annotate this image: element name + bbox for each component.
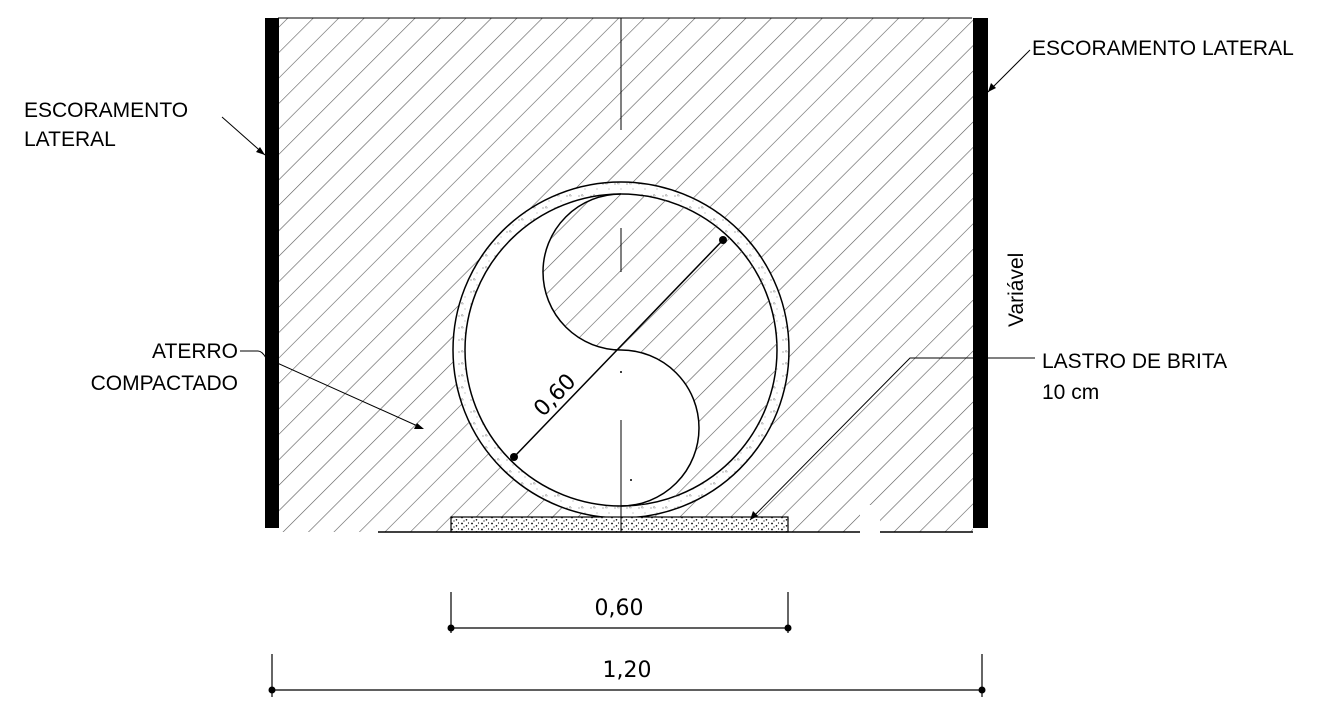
backfill-leader [240, 350, 423, 429]
left-shoring-leader [221, 116, 266, 156]
gravel-bed-label-line2: 10 cm [1042, 381, 1099, 404]
gravel-bed [450, 516, 789, 533]
left-shoring-label-line2: LATERAL [24, 128, 116, 151]
right-shoring-board [973, 18, 988, 528]
bed-width-dimension: 0,60 [447, 592, 792, 633]
backfill-label-line2: COMPACTADO [91, 372, 238, 395]
left-shoring-board [265, 18, 279, 528]
right-shoring-leader [987, 49, 1031, 93]
gravel-bed-label-line1: LASTRO DE BRITA [1042, 350, 1227, 373]
bed-width-label: 0,60 [595, 596, 644, 621]
gravel-bed-leader [749, 357, 1035, 521]
variable-height-label: Variável [1005, 253, 1028, 327]
trench-width-dimension: 1,20 [268, 654, 986, 697]
pipe-section [452, 18, 790, 519]
backfill-label-line1: ATERRO [152, 340, 238, 363]
trench-width-label: 1,20 [603, 658, 652, 683]
left-shoring-label-line1: ESCORAMENTO [24, 99, 188, 122]
right-shoring-label: ESCORAMENTO LATERAL [1032, 37, 1294, 60]
